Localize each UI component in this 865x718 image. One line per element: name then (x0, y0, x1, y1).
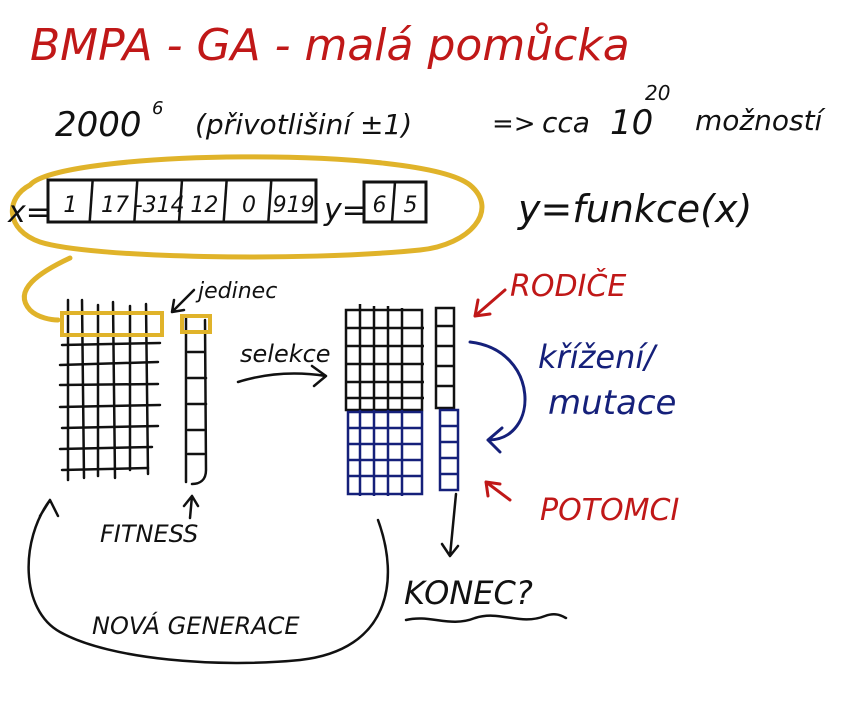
complexity-power-base: 10 (610, 103, 653, 143)
title: BMPA - GA - malá pomůcka (30, 20, 630, 71)
complexity-word: možností (695, 104, 827, 137)
y-vector-divider (390, 181, 397, 223)
individual-fitness-highlight (180, 314, 212, 334)
offspring-fitness-column (438, 408, 460, 492)
x-vector-cell: 0 (242, 193, 256, 218)
complexity-arrow: => (492, 109, 536, 139)
x-vector-cell: 919 (273, 193, 315, 218)
complexity-approx: cca (542, 106, 590, 139)
fitness-label: FITNESS (100, 520, 198, 548)
rodice-arrow (473, 288, 507, 318)
rodice-label: RODIČE (510, 267, 626, 304)
fitness-column (184, 316, 208, 486)
x-vector-cell: 12 (190, 193, 218, 218)
konec-arrow (440, 492, 460, 558)
function-label: y=funkce(x) (517, 187, 752, 231)
x-label: x= (7, 195, 51, 230)
x-vector-divider (222, 179, 228, 223)
x-vector-divider (133, 179, 139, 223)
x-vector-cell: -314 (135, 193, 185, 218)
parents-fitness-column (434, 306, 456, 410)
offspring-grid (346, 410, 424, 496)
konec-underline (404, 613, 568, 623)
x-vector-cell: 17 (101, 193, 129, 218)
complexity-base: 2000 (55, 105, 142, 145)
x-vector-divider (88, 179, 94, 223)
jedinec-label: jedinec (195, 279, 277, 304)
y-label: y= (323, 193, 367, 228)
complexity-exponent: 6 (152, 98, 163, 119)
y-vector-cell: 5 (404, 193, 418, 218)
new-generation-loop (27, 498, 390, 665)
oval-connector (21, 255, 73, 323)
krizeni-label: křížení/ (538, 338, 658, 376)
x-vector-cell: 1 (63, 193, 77, 218)
selekce-arrow (236, 364, 328, 388)
selekce-label: selekce (240, 340, 331, 368)
individual-row-highlight (60, 311, 164, 337)
complexity-note: (přivotlišiní ±1) (195, 108, 412, 141)
individual-oval (10, 154, 485, 260)
potomci-arrow (484, 480, 512, 502)
nova-generace-label: NOVÁ GENERACE (92, 611, 300, 640)
parents-grid (344, 304, 424, 412)
x-vector-divider (177, 179, 184, 223)
jedinec-arrow (170, 288, 196, 314)
population-grid (58, 298, 162, 482)
potomci-label: POTOMCI (540, 493, 679, 528)
complexity-power-exp: 20 (645, 81, 670, 105)
mutace-label: mutace (548, 383, 676, 423)
crossover-arrow (468, 340, 527, 454)
x-vector-divider (267, 179, 273, 223)
fitness-arrow (182, 494, 200, 520)
complexity-line: 2000 6 (přivotlišiní ±1) => cca 10 20 mo… (55, 81, 827, 145)
konec-label: KONEC? (404, 574, 533, 612)
y-vector-cell: 6 (373, 193, 387, 218)
